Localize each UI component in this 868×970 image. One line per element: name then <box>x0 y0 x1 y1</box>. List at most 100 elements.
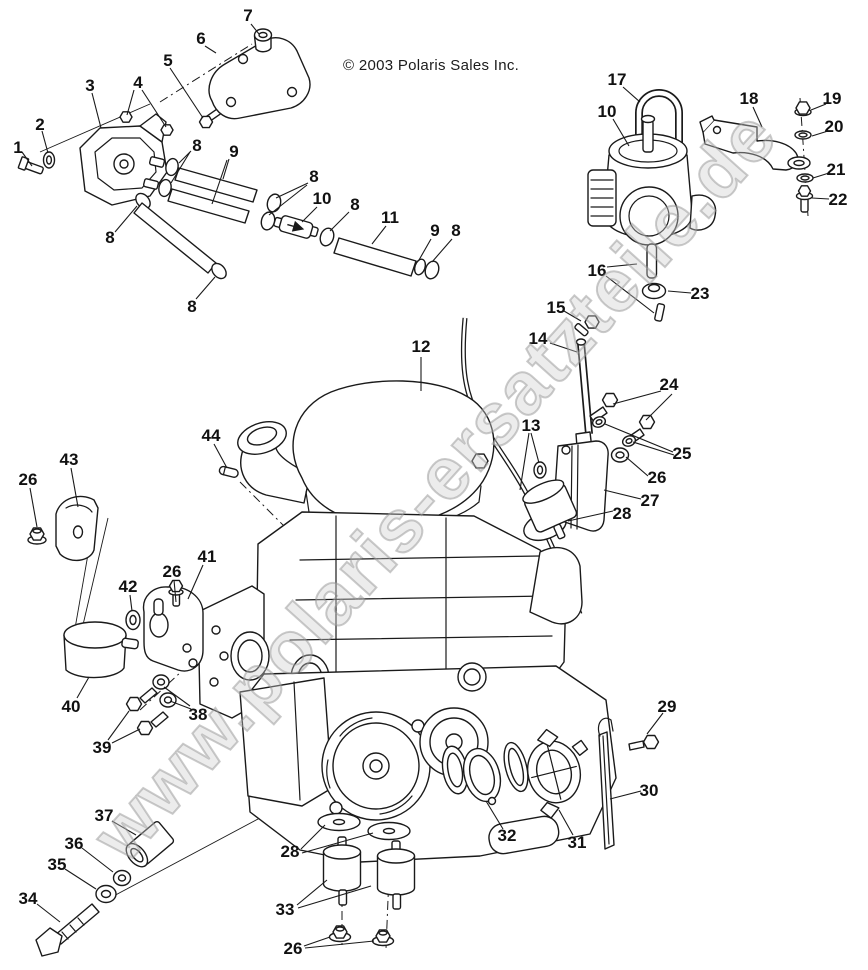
clamp-8 <box>165 157 179 177</box>
leader-line <box>195 276 216 300</box>
leader-line <box>250 23 260 35</box>
callout-14: 14 <box>529 329 548 348</box>
callout-7: 7 <box>243 6 252 25</box>
mount-28 <box>522 479 578 540</box>
callout-25: 25 <box>673 444 692 463</box>
leader-line <box>485 800 504 830</box>
bolt-39b <box>136 711 169 736</box>
airbox-12 <box>292 380 495 529</box>
leader-line <box>667 290 692 294</box>
leader-line <box>301 206 318 223</box>
callout-8: 8 <box>187 297 196 316</box>
leader-line <box>169 700 192 710</box>
callout-28: 28 <box>281 842 300 861</box>
leader-line <box>752 106 763 128</box>
leader-line <box>418 238 432 261</box>
leader-line <box>811 130 829 137</box>
carburetor-body <box>587 114 717 246</box>
nut-19 <box>795 101 811 115</box>
boot-32 <box>462 747 502 803</box>
leader-line <box>605 275 655 314</box>
leader-line <box>64 868 97 890</box>
callout-26: 26 <box>163 562 182 581</box>
leader-line <box>625 456 649 477</box>
callout-8: 8 <box>451 221 460 240</box>
right-mount-cluster <box>522 392 656 540</box>
lower-left-fasteners <box>35 674 177 957</box>
callout-34: 34 <box>19 889 38 908</box>
bolt-26 <box>168 579 184 607</box>
callout-9: 9 <box>229 142 238 161</box>
callout-31: 31 <box>568 833 587 852</box>
spacer-7 <box>253 28 273 53</box>
callout-28: 28 <box>613 504 632 523</box>
callout-5: 5 <box>163 51 172 70</box>
leader-line <box>169 67 204 119</box>
leader-lines-layer <box>21 23 830 949</box>
leader-line <box>371 225 387 245</box>
bracket-18 <box>699 115 811 171</box>
bolt-39a <box>125 687 158 712</box>
callout-33: 33 <box>276 900 295 919</box>
pin-44 <box>218 465 239 478</box>
callout-29: 29 <box>658 697 677 716</box>
fuel-hose-9a <box>174 167 258 203</box>
bolt-15 <box>574 315 600 337</box>
callout-3: 3 <box>85 76 94 95</box>
bolt-29 <box>628 734 660 751</box>
mount-33b <box>376 840 416 910</box>
leader-line <box>296 879 328 906</box>
callout-15: 15 <box>547 298 566 317</box>
callout-30: 30 <box>640 781 659 800</box>
leader-line <box>91 92 102 129</box>
mount-33a <box>322 836 362 906</box>
clamp-8 <box>211 262 227 280</box>
leader-line <box>622 86 641 103</box>
leader-line <box>275 182 309 199</box>
callout-26: 26 <box>284 939 303 958</box>
callout-12: 12 <box>412 337 431 356</box>
nut-4a <box>119 111 133 123</box>
leader-line <box>549 342 578 353</box>
leader-line <box>567 510 614 522</box>
callout-6: 6 <box>196 29 205 48</box>
callout-26: 26 <box>648 468 667 487</box>
fuel-valve-16 <box>641 243 667 322</box>
clamp-8 <box>424 260 440 280</box>
leader-line <box>810 103 827 111</box>
leader-line <box>530 432 540 464</box>
leader-line <box>268 184 308 216</box>
callout-37: 37 <box>95 806 114 825</box>
recoil-housing <box>321 711 431 821</box>
left-mount-cluster <box>27 495 204 679</box>
dipstick-30 <box>597 717 615 850</box>
leader-line <box>70 467 79 508</box>
clamp-8 <box>319 227 335 247</box>
leader-line <box>612 118 630 147</box>
leader-line <box>170 151 191 184</box>
bolt-34 <box>35 903 100 957</box>
leader-line <box>187 564 204 600</box>
water-pump <box>457 662 487 692</box>
leader-line <box>36 903 61 923</box>
callout-1: 1 <box>13 138 22 157</box>
clamp-8 <box>158 178 172 198</box>
callout-8: 8 <box>105 228 114 247</box>
leader-line <box>304 940 375 949</box>
starter <box>488 815 560 855</box>
nut-26 <box>27 527 47 545</box>
nut-4b <box>160 124 174 136</box>
copyright-notice: © 2003 Polaris Sales Inc. <box>343 57 520 74</box>
callout-41: 41 <box>198 547 217 566</box>
leader-line <box>29 487 38 528</box>
leader-line <box>812 172 830 179</box>
leader-line <box>329 211 350 232</box>
leader-line <box>606 263 638 268</box>
callout-4: 4 <box>133 73 143 92</box>
leader-line <box>111 728 141 744</box>
callout-10: 10 <box>313 189 332 208</box>
callout-20: 20 <box>825 117 844 136</box>
callout-13: 13 <box>522 416 541 435</box>
strap-43 <box>55 495 99 561</box>
